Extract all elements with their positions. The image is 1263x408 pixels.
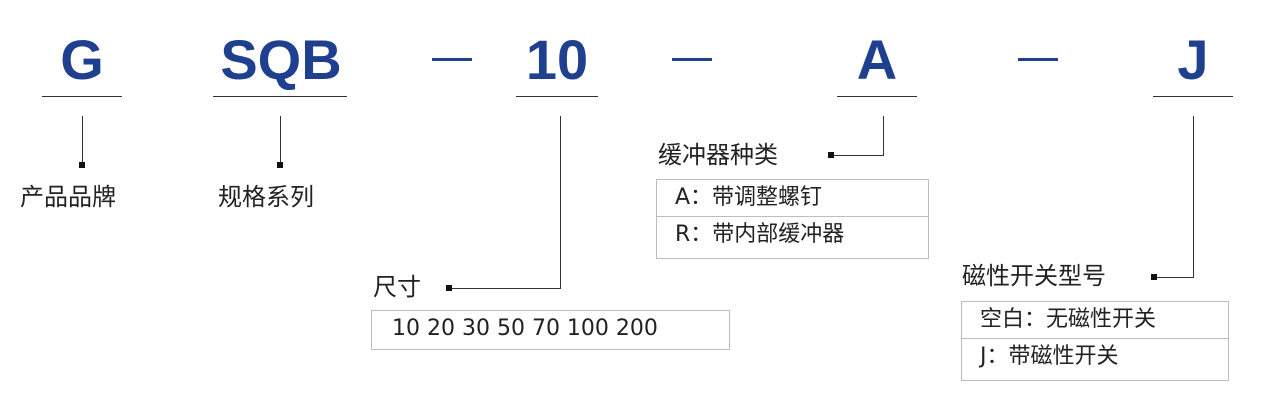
code-segment-series: SQB	[220, 28, 342, 91]
code-segment-brand: G	[60, 28, 104, 91]
leader-series	[280, 116, 281, 162]
leader-switch-horizontal	[1155, 277, 1194, 278]
leader-buffer-vertical	[883, 116, 884, 156]
marker-size	[446, 285, 452, 291]
code-segment-size: 10	[525, 28, 589, 91]
code-segment-buffer: A	[856, 28, 898, 91]
code-dash-3	[1018, 58, 1058, 61]
leader-switch-vertical	[1193, 116, 1194, 278]
leader-buffer-horizontal	[832, 155, 884, 156]
leader-size-horizontal	[450, 288, 561, 289]
label-buffer: 缓冲器种类	[658, 141, 778, 169]
code-dash-1	[432, 58, 472, 61]
option-buffer-r: R：带内部缓冲器	[657, 216, 928, 252]
marker-buffer	[828, 152, 834, 158]
label-size: 尺寸	[373, 273, 421, 301]
leader-size-vertical	[560, 116, 561, 288]
underline-brand	[42, 96, 122, 97]
options-buffer: A：带调整螺钉 R：带内部缓冲器	[656, 179, 929, 259]
code-dash-2	[672, 58, 712, 61]
option-size-list: 10 20 30 50 70 100 200	[392, 316, 658, 341]
leader-brand	[82, 116, 83, 162]
marker-switch	[1151, 274, 1157, 280]
underline-switch	[1153, 96, 1233, 97]
underline-series	[213, 96, 347, 97]
label-brand: 产品品牌	[20, 183, 116, 211]
label-series: 规格系列	[218, 183, 314, 211]
option-switch-j: J：带磁性开关	[962, 338, 1228, 374]
options-switch: 空白：无磁性开关 J：带磁性开关	[961, 301, 1229, 381]
option-buffer-a: A：带调整螺钉	[675, 185, 823, 210]
options-size: 10 20 30 50 70 100 200	[371, 310, 730, 350]
marker-series	[277, 162, 283, 168]
underline-size	[516, 96, 598, 97]
option-switch-none: 空白：无磁性开关	[980, 307, 1157, 332]
marker-brand	[79, 162, 85, 168]
label-switch: 磁性开关型号	[962, 262, 1106, 290]
code-segment-switch: J	[1177, 28, 1209, 91]
underline-buffer	[837, 96, 917, 97]
